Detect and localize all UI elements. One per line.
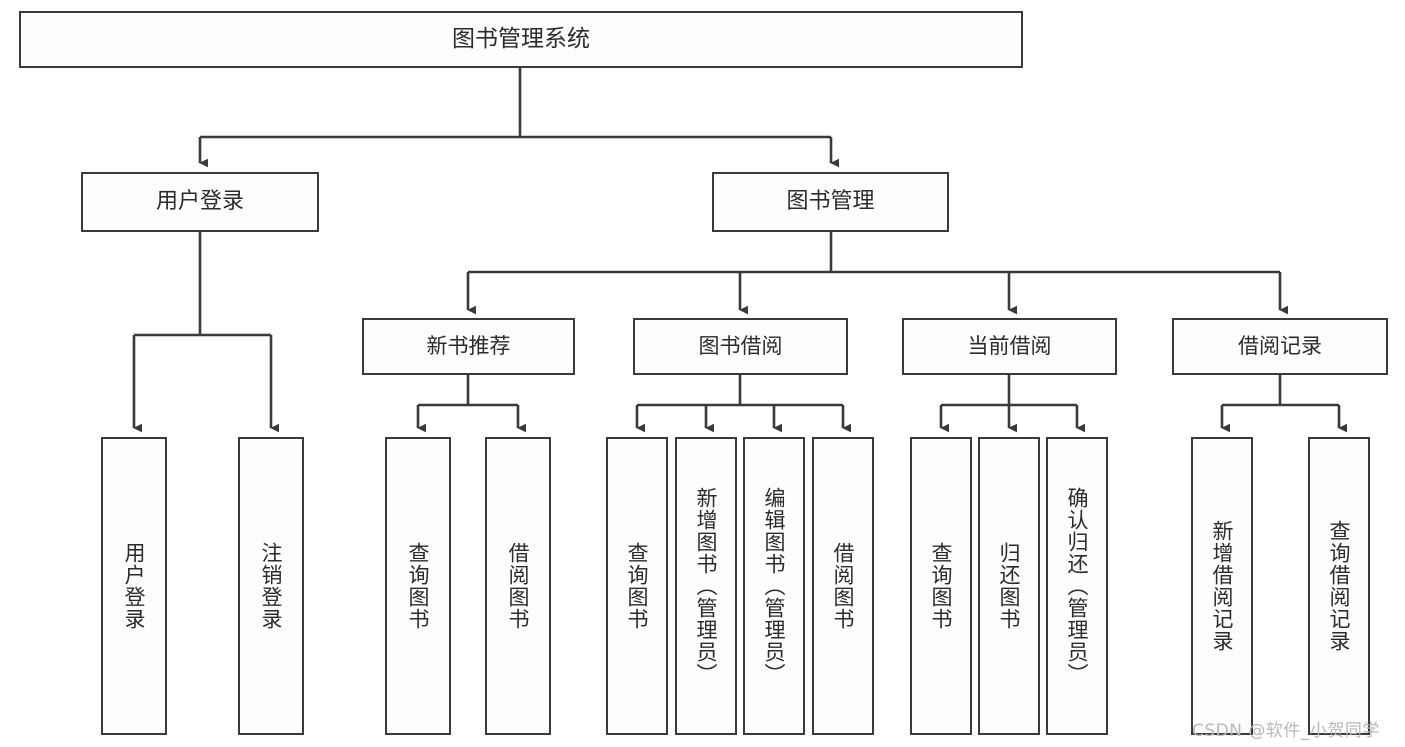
leaf-add-book-label: 新增图书（管理员）: [694, 487, 719, 685]
leaf-return-book[interactable]: 归还图书: [978, 437, 1040, 735]
leaf-borrow-book-1-label: 借阅图书: [506, 542, 531, 630]
node-user-login-label: 用户登录: [155, 188, 244, 214]
csdn-watermark-text: CSDN @软件_小贺同学: [1192, 721, 1380, 741]
node-root[interactable]: 图书管理系统: [19, 11, 1023, 68]
leaf-user-login[interactable]: 用户登录: [101, 437, 167, 735]
node-user-login[interactable]: 用户登录: [81, 172, 319, 232]
leaf-add-record-label: 新增借阅记录: [1210, 520, 1235, 652]
node-book-borrow[interactable]: 图书借阅: [633, 318, 848, 375]
node-book-manage-label: 图书管理: [786, 188, 875, 214]
leaf-add-record[interactable]: 新增借阅记录: [1191, 437, 1253, 735]
leaf-logout[interactable]: 注销登录: [238, 437, 304, 735]
leaf-query-book-3-label: 查询图书: [929, 542, 954, 630]
leaf-borrow-book-1[interactable]: 借阅图书: [485, 437, 551, 735]
node-new-book-recommend[interactable]: 新书推荐: [362, 318, 575, 375]
leaf-edit-book-label: 编辑图书（管理员）: [762, 487, 787, 685]
node-new-book-recommend-label: 新书推荐: [426, 333, 511, 358]
node-current-borrow-label: 当前借阅: [967, 333, 1052, 358]
node-current-borrow[interactable]: 当前借阅: [902, 318, 1117, 375]
leaf-logout-label: 注销登录: [259, 542, 284, 630]
leaf-query-record[interactable]: 查询借阅记录: [1308, 437, 1370, 735]
node-root-label: 图书管理系统: [452, 26, 590, 53]
csdn-watermark: CSDN @软件_小贺同学: [1192, 716, 1380, 741]
leaf-add-book[interactable]: 新增图书（管理员）: [675, 437, 737, 735]
leaf-query-book-1-label: 查询图书: [406, 542, 431, 630]
node-borrow-record[interactable]: 借阅记录: [1172, 318, 1388, 375]
node-book-borrow-label: 图书借阅: [698, 333, 783, 358]
leaf-query-book-1[interactable]: 查询图书: [385, 437, 451, 735]
leaf-borrow-book-2-label: 借阅图书: [831, 542, 856, 630]
leaf-borrow-book-2[interactable]: 借阅图书: [812, 437, 874, 735]
leaf-query-book-2[interactable]: 查询图书: [606, 437, 668, 735]
leaf-edit-book[interactable]: 编辑图书（管理员）: [743, 437, 805, 735]
leaf-query-record-label: 查询借阅记录: [1327, 520, 1352, 652]
leaf-confirm-return[interactable]: 确认归还（管理员）: [1046, 437, 1108, 735]
leaf-query-book-3[interactable]: 查询图书: [910, 437, 972, 735]
node-book-manage[interactable]: 图书管理: [712, 172, 949, 232]
leaf-confirm-return-label: 确认归还（管理员）: [1065, 487, 1090, 685]
leaf-user-login-label: 用户登录: [122, 542, 147, 630]
leaf-query-book-2-label: 查询图书: [625, 542, 650, 630]
node-borrow-record-label: 借阅记录: [1238, 333, 1322, 358]
leaf-return-book-label: 归还图书: [997, 542, 1022, 630]
